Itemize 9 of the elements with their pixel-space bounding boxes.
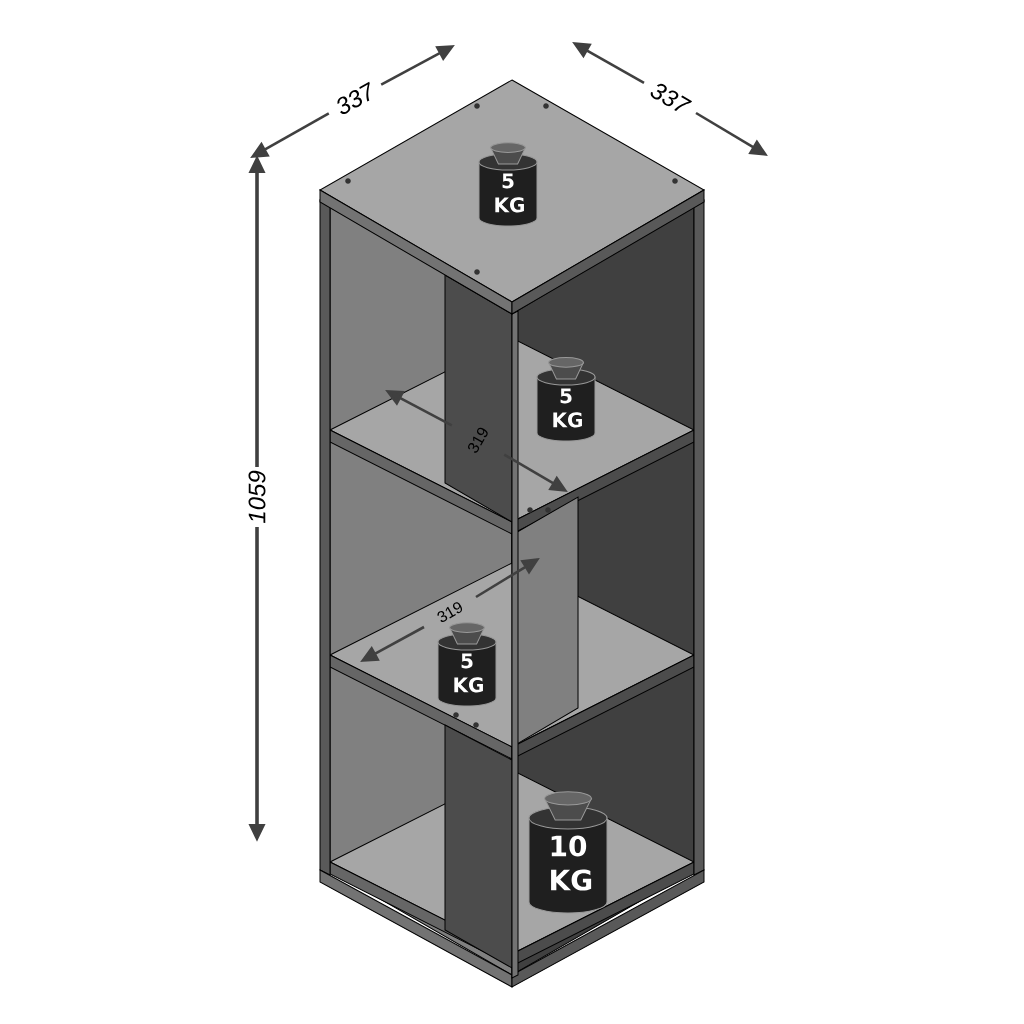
- weight-drawing: 5 KG: [437, 622, 497, 707]
- dimension-label: 337: [337, 81, 370, 114]
- dimension-label: 337: [650, 83, 693, 111]
- weight-drawing: 10 KG: [528, 791, 608, 914]
- dimension-label: 319: [437, 602, 463, 623]
- weight-drawing: 5 KG: [536, 357, 596, 442]
- dimension-label: 1059: [248, 470, 266, 524]
- dimension-label: 319: [468, 427, 488, 453]
- weight-drawing: 5 KG: [478, 142, 538, 227]
